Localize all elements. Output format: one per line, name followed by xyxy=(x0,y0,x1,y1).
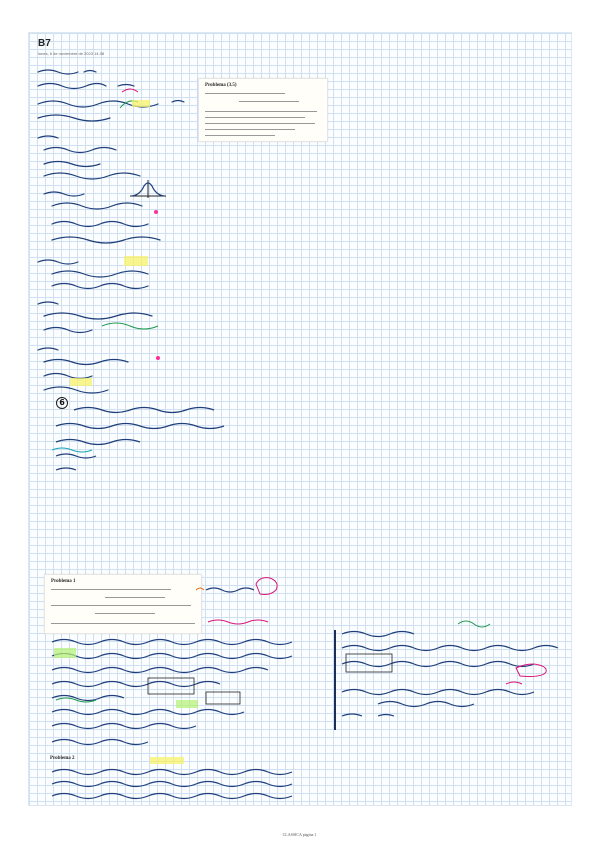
handwriting-lower-main xyxy=(51,638,293,800)
text-line xyxy=(105,597,165,598)
handwriting-problem1-top xyxy=(196,577,278,625)
section-title: B7 xyxy=(38,38,51,49)
text-line xyxy=(51,623,195,624)
highlight-yellow-bottom xyxy=(150,757,184,764)
text-line xyxy=(51,605,191,606)
grid-paper xyxy=(28,32,572,806)
text-line xyxy=(51,589,171,590)
page-footer: CLASSICA página 1 xyxy=(282,832,317,837)
highlight-result-2 xyxy=(124,256,148,266)
handwriting-right-column xyxy=(341,620,559,717)
problem-box-2: Problema 1 xyxy=(44,574,202,634)
divider-line xyxy=(334,630,336,730)
handwriting-lower-left xyxy=(51,406,225,471)
highlight-green-1 xyxy=(54,648,76,658)
pink-marker-1 xyxy=(154,210,158,214)
highlight-result-1 xyxy=(132,100,150,107)
text-line xyxy=(205,135,275,136)
text-line xyxy=(205,123,315,124)
text-line xyxy=(205,111,317,112)
problem-box-3: Problema 2 xyxy=(44,756,144,770)
text-line xyxy=(205,129,295,130)
page-datetime: lunes, 6 de noviembre de 2023 14:38 xyxy=(38,51,105,56)
problem-box-2-title: Problema 1 xyxy=(51,579,76,584)
text-line xyxy=(95,613,155,614)
highlight-green-2 xyxy=(176,700,198,708)
problem-box-1-title: Problema (3.5) xyxy=(205,83,237,88)
problem-box-3-title: Problema 2 xyxy=(50,756,75,761)
pink-marker-2 xyxy=(156,356,160,360)
circled-number: 6 xyxy=(56,397,68,409)
problem-box-1: Problema (3.5) xyxy=(198,78,328,142)
text-line xyxy=(239,101,299,102)
text-line xyxy=(205,93,285,94)
gaussian-sketch xyxy=(130,180,166,198)
handwriting-top-left xyxy=(37,69,185,394)
highlight-result-3 xyxy=(70,378,92,386)
text-line xyxy=(205,117,305,118)
